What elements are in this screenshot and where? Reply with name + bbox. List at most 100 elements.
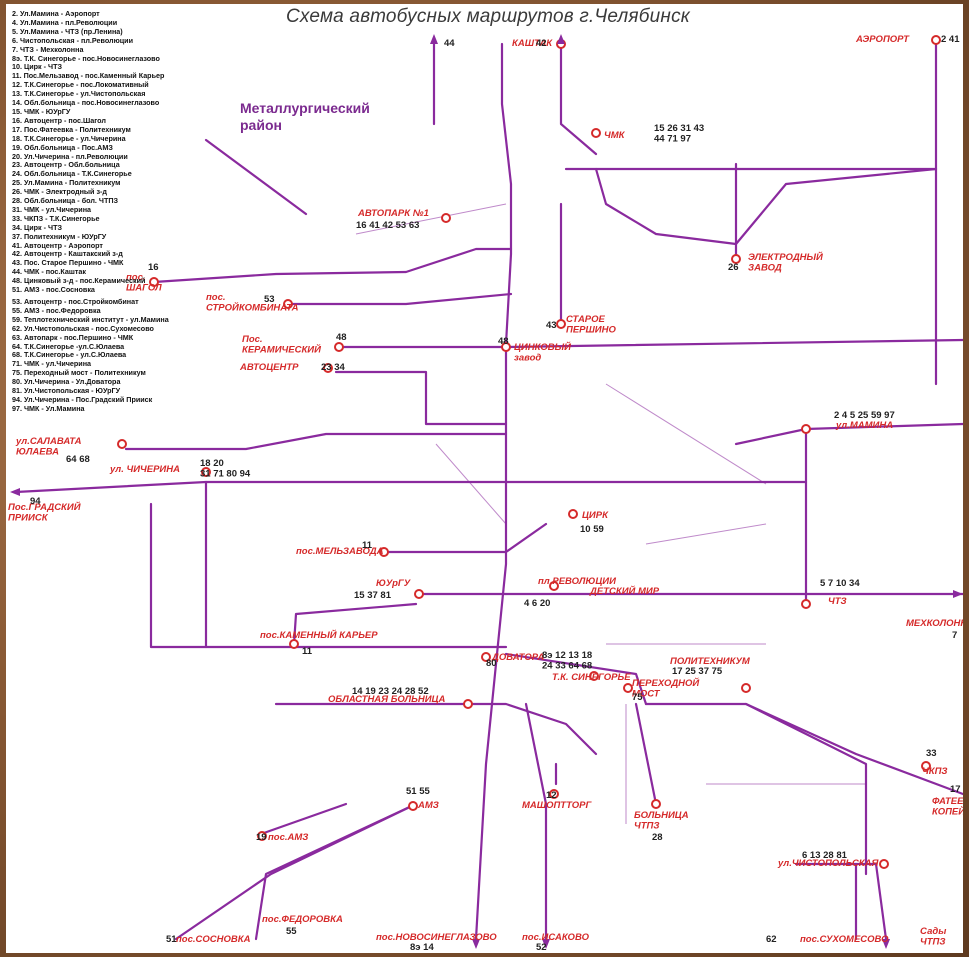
stop-name-stroikomb: СТРОЙКОМБИНАТА	[206, 302, 299, 314]
stop-routes-stroikomb: 53	[264, 294, 275, 305]
stop-pershino	[556, 319, 566, 329]
stop-routes-amz19: 19	[256, 832, 267, 843]
stop-routes-karier: 11	[302, 646, 313, 657]
legend-entry: 75. Переходный мост - Политехникум	[12, 368, 146, 378]
legend-entry: 63. Автопарк - пос.Першино - ЧМК	[12, 332, 134, 342]
stop-politeh	[741, 683, 751, 693]
legend-entry: 17. Пос.Фатеевка - Политехникум	[12, 124, 131, 134]
stop-routes-most: 75	[632, 692, 643, 703]
legend-entry: 23. Автоцентр - Обл.больница	[12, 160, 120, 170]
stop-keram	[334, 342, 344, 352]
legend-entry: 5. Ул.Мамина - ЧТЗ (пр.Ленина)	[12, 26, 123, 36]
route-line-chicherina	[14, 480, 808, 494]
legend-entry: 44. ЧМК - пос.Каштак	[12, 267, 87, 277]
legend-entry: 48. Цинковый з-д - пос.Керамический	[12, 276, 146, 286]
legend-entry: 64. Т.К.Синегорье -ул.С.Юлаева	[12, 341, 125, 351]
stop-routes-avtocentr: 23 34	[321, 362, 345, 373]
legend-entry: 97. ЧМК - Ул.Мамина	[12, 403, 85, 413]
legend-entry: 4. Ул.Мамина - пл.Революции	[12, 17, 118, 27]
route-line-bolnica	[634, 702, 658, 806]
stop-revol	[549, 581, 559, 591]
arrow-novosin	[472, 939, 480, 949]
legend-entry: 41. Автоцентр - Аэропорт	[12, 240, 103, 250]
stop-electrod	[731, 254, 741, 264]
stop-routes-mehkol: 7	[952, 630, 957, 641]
stop-routes-avtopark: 16 41 42 53 63	[356, 220, 419, 231]
route-line-melzavod	[384, 522, 548, 554]
route-line-isakovo	[524, 702, 548, 941]
legend-entry: 80. Ул.Чичерина - Ул.Доватора	[12, 377, 121, 387]
stop-routes-shagol: 16	[148, 262, 159, 273]
stop-name-electrod: ЭЛЕКТРОДНЫЙ	[748, 251, 823, 263]
stop-routes-chmk: 44 71 97	[654, 134, 691, 145]
stop-name-avtopark: АВТОПАРК №1	[357, 208, 429, 219]
stop-name-fateevka: КОПЕЙ	[932, 806, 963, 818]
legend-entry: 68. Т.К.Синегорье - ул.С.Юлаева	[12, 350, 127, 360]
stop-name-kashtak: КАШТАК	[512, 38, 553, 49]
stop-name-gradsky: Пос.ГРАДСКИЙ	[8, 501, 81, 513]
route-line-long-diag	[204, 138, 308, 216]
route-line-avtocentr	[334, 370, 508, 426]
stop-routes-salavata: 64 68	[66, 454, 90, 465]
legend-entry: 6. Чистопольская - пл.Революции	[12, 35, 133, 45]
legend-entry: 10. Цирк - ЧТЗ	[12, 62, 62, 72]
stop-name-sady: ЧТПЗ	[920, 937, 945, 948]
stop-most	[623, 683, 633, 693]
stop-routes-chtz: 5 7 10 34	[820, 578, 860, 589]
district-label: Металлургический район	[240, 100, 370, 134]
stop-routes-mamina: 2 4 5 25 59 97	[834, 410, 895, 421]
stop-chkpz	[921, 761, 931, 771]
route-line-chmk-east	[594, 167, 938, 246]
stop-melzavod	[379, 547, 389, 557]
stop-name-chistop: ул.ЧИСТОПОЛЬСКАЯ	[777, 858, 880, 869]
legend-entry: 20. Ул.Чичерина - пл.Революции	[12, 151, 128, 161]
route-line-keram	[334, 338, 963, 349]
stop-name-mehkol: МЕХКОЛОНН	[906, 618, 963, 629]
stop-avtopark	[441, 213, 451, 223]
stop-name-aeroport: АЭРОПОРТ	[855, 34, 910, 45]
stop-name-amz: АМЗ	[417, 800, 439, 811]
stop-routes-cirk: 10 59	[580, 524, 604, 535]
stop-bolnica	[651, 799, 661, 809]
stop-name-most: МОСТ	[632, 689, 661, 700]
stop-name-politeh: ПОЛИТЕХНИКУМ	[670, 656, 751, 667]
route-line-shagol	[152, 247, 513, 284]
legend-entry: 81. Ул.Чистопольская - ЮУрГУ	[12, 386, 121, 396]
stop-name-stroikomb: пос.	[206, 292, 226, 303]
legend-entry: 18. Т.К.Синегорье - ул.Чичерина	[12, 133, 126, 143]
stop-routes-sosnovka: 51	[166, 934, 177, 945]
route-line-kamenny	[292, 602, 418, 646]
stop-name-melzavod: пос.МЕЛЬЗАВОДА	[296, 546, 384, 557]
route-line-amz19	[259, 802, 348, 836]
stop-name-yurgu: ЮУрГУ	[376, 578, 412, 589]
stop-amz	[408, 801, 418, 811]
stop-avtocentr	[323, 363, 333, 373]
stop-name-mashtorg: МАШОПТТОРГ	[522, 800, 593, 811]
stop-routes-suhomes: 62	[766, 934, 777, 945]
legend-entry: 59. Теплотехнический институт - ул.Мамин…	[12, 314, 169, 324]
stop-routes-chicherina: 31 71 80 94	[200, 469, 251, 480]
route-line-salavata	[124, 432, 508, 451]
stop-routes-gradsky: 94	[30, 496, 41, 507]
legend-entry: 37. Политехникум - ЮУрГУ	[12, 231, 107, 241]
stop-routes-mashtorg: 12	[546, 790, 557, 801]
stop-name-sady: Сады	[920, 926, 946, 937]
legend-entry: 7. ЧТЗ - Мехколонна	[12, 44, 84, 54]
stop-name-detsky: ДЕТСКИЙ МИР	[589, 585, 660, 597]
route-line-politeh	[644, 702, 963, 796]
stop-name-dovatora: ДОВАТОРА	[491, 652, 544, 663]
stop-routes-isakovo: 52	[536, 942, 547, 953]
route-line-stroi	[286, 292, 513, 306]
stop-salavata	[117, 439, 127, 449]
stop-name-fateevka: ФАТЕЕВК	[932, 796, 963, 807]
stop-name-mamina: ул.МАМИНА	[835, 420, 893, 431]
stop-name-salavata: ЮЛАЕВА	[16, 447, 59, 458]
legend-entry: 11. Пос.Мельзавод - пос.Каменный Карьер	[12, 71, 165, 81]
arrow-isakovo	[542, 939, 550, 949]
stop-name-shagol: пос.	[126, 272, 146, 283]
stop-name-pershino: ПЕРШИНО	[566, 325, 616, 336]
stop-routes-melzavod: 11	[362, 540, 373, 551]
stop-name-salavata: ул.САЛАВАТА	[15, 436, 82, 447]
legend-entry: 26. ЧМК - Электродный з-д	[12, 187, 107, 197]
